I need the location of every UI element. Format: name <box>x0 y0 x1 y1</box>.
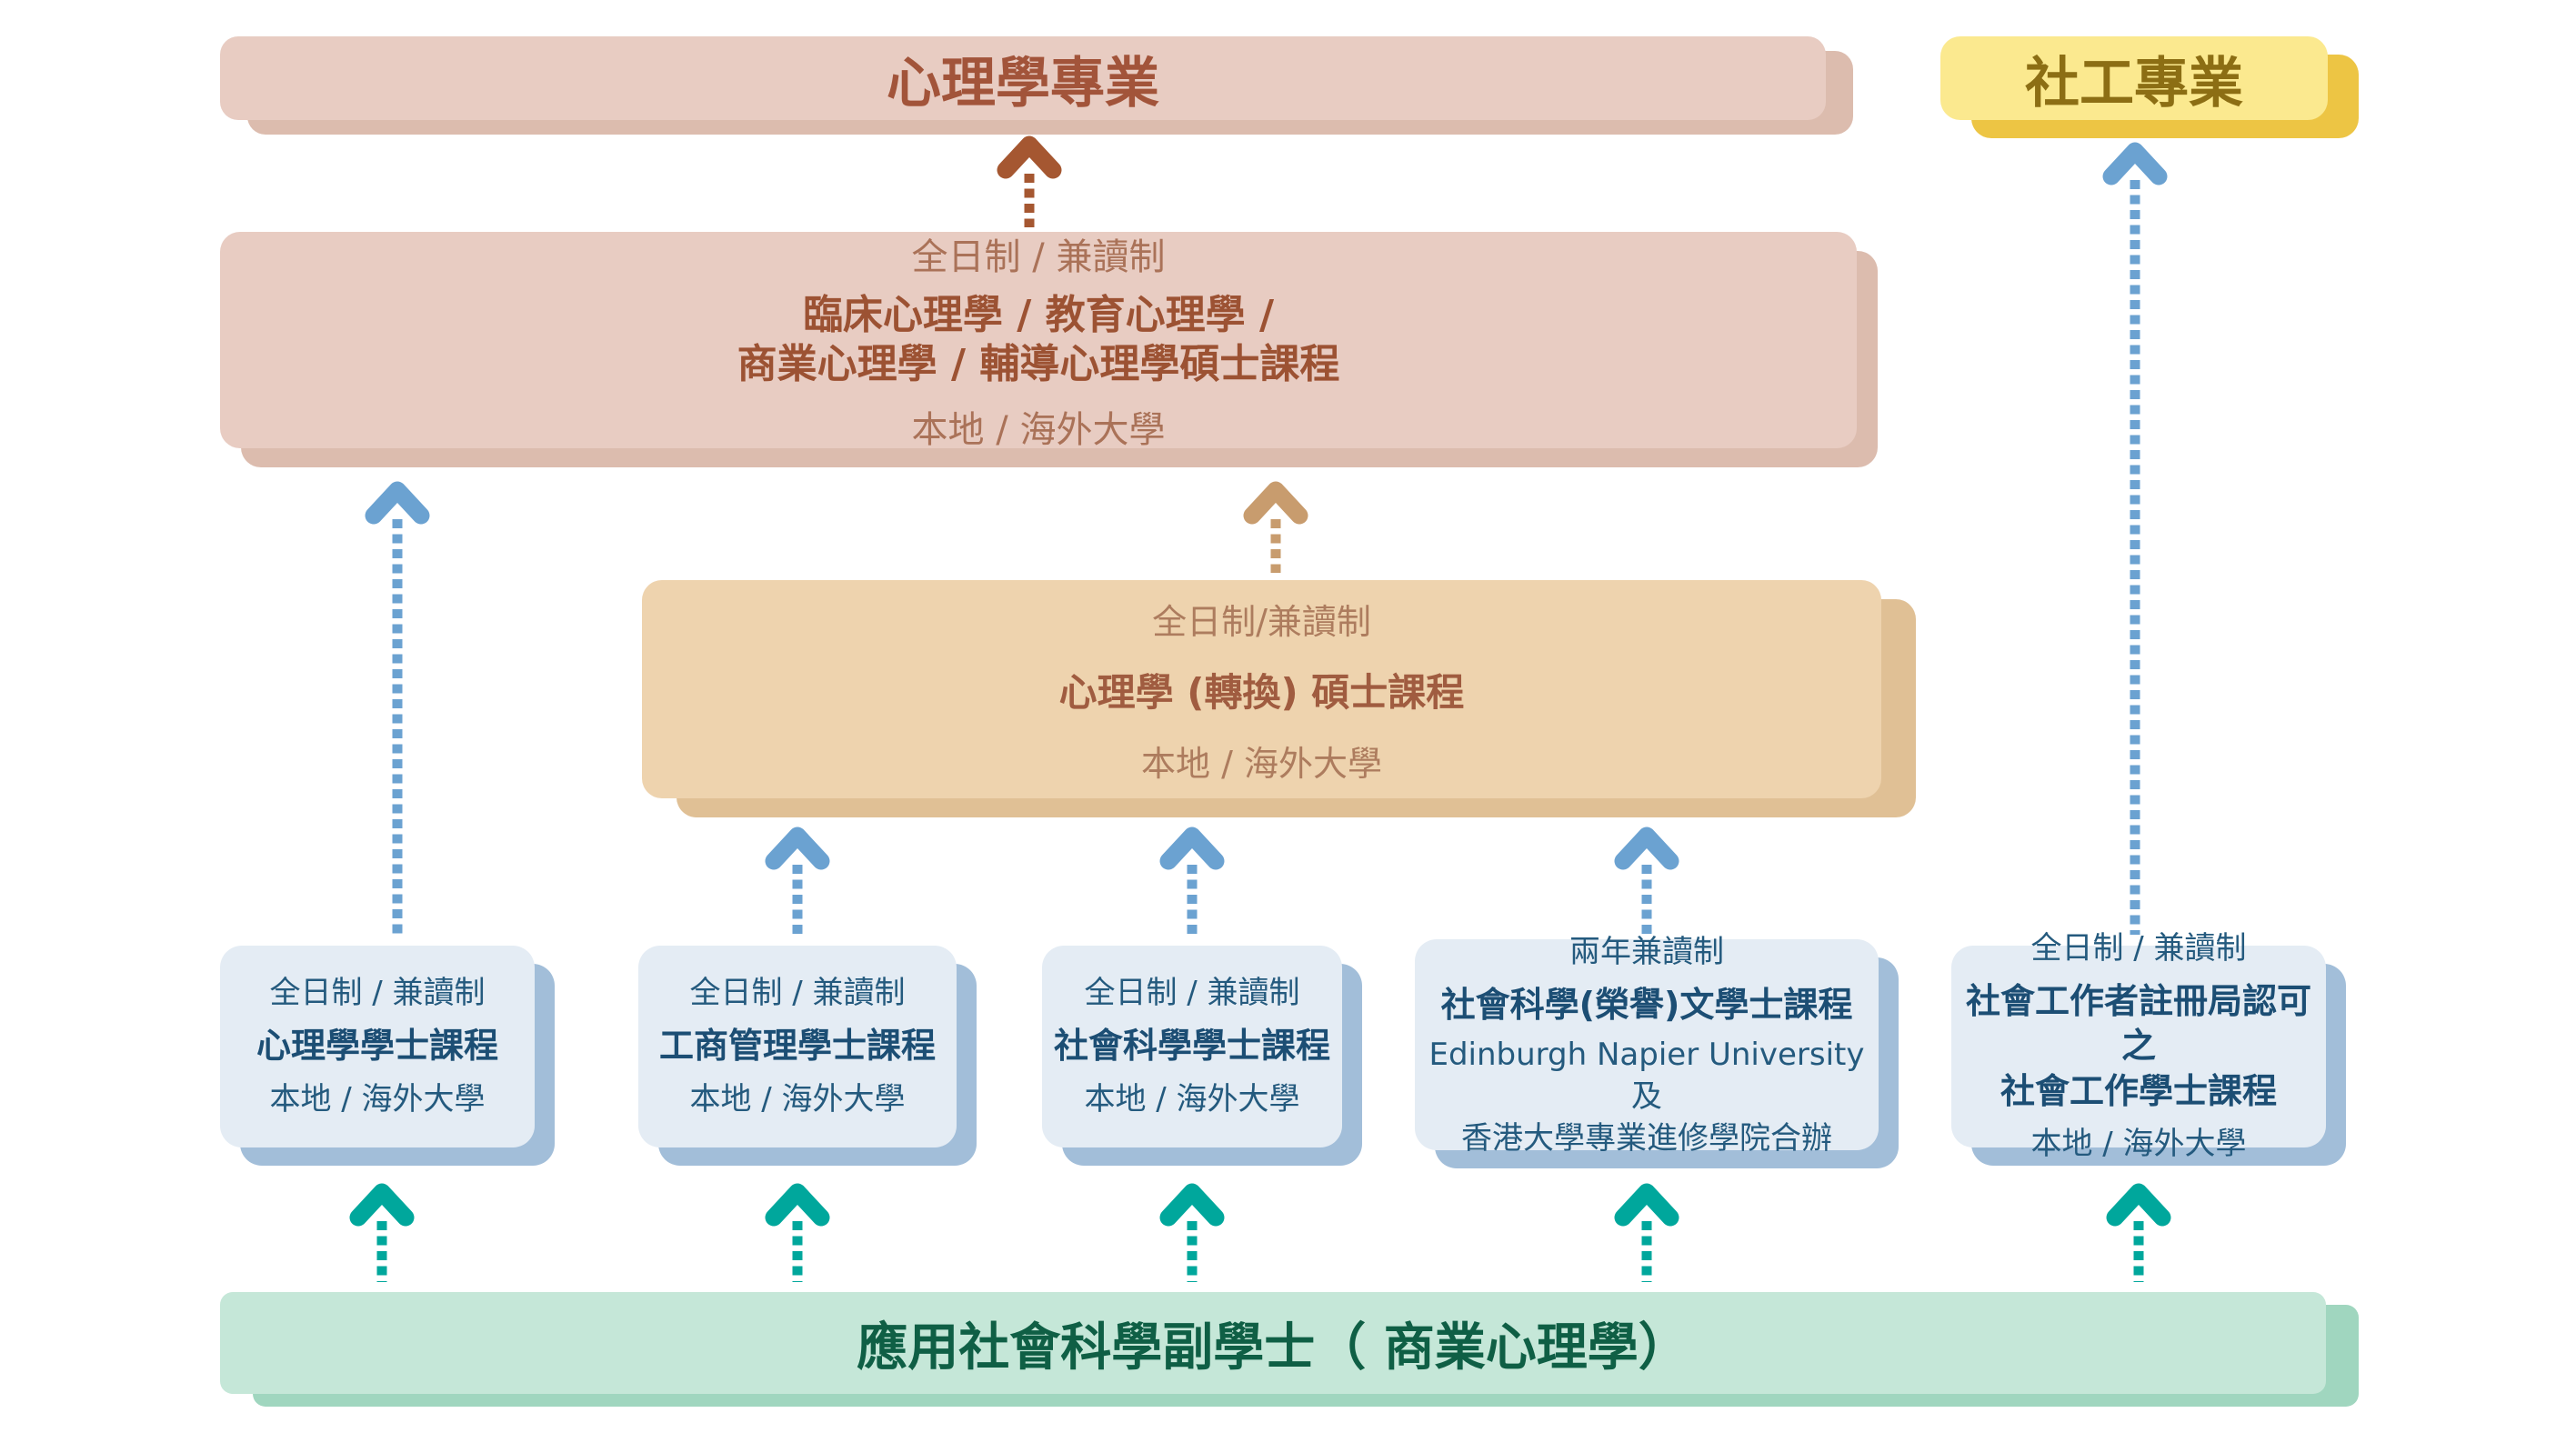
institution-label: 本地 / 海外大學 <box>1084 1080 1300 1117</box>
bachelor-box-business-administration: 全日制 / 兼讀制 工商管理學士課程 本地 / 海外大學 <box>638 946 957 1147</box>
study-mode-label: 全日制 / 兼讀制 <box>2030 929 2247 967</box>
up-arrow-teal <box>349 1183 415 1282</box>
programme-title-line2: 社會工作學士課程 <box>2000 1070 2277 1111</box>
up-arrow-teal <box>2106 1183 2171 1282</box>
associate-degree-box: 應用社會科學副學士（ 商業心理學） <box>220 1292 2326 1394</box>
bachelor-box-napier-hkuspace: 兩年兼讀制 社會科學(榮譽)文學士課程 Edinburgh Napier Uni… <box>1415 934 1879 1157</box>
programme-title-line1: 社會工作者註冊局認可之 <box>1965 980 2311 1067</box>
study-mode-label: 兩年兼讀制 <box>1569 933 1724 970</box>
programme-title: 工商管理學士課程 <box>658 1026 936 1067</box>
up-arrow-blue <box>765 827 830 937</box>
study-mode-label: 全日制 / 兼讀制 <box>911 236 1166 279</box>
programme-title: 社會科學學士課程 <box>1053 1026 1330 1067</box>
up-arrow-teal <box>765 1183 830 1282</box>
programme-title-line1: 臨床心理學 / 教育心理學 / <box>802 292 1275 339</box>
study-mode-label: 全日制 / 兼讀制 <box>269 975 486 1012</box>
up-arrow-blue <box>1159 827 1225 937</box>
programme-title: 社會工作者註冊局認可之 社會工作學士課程 <box>1951 979 2326 1114</box>
study-mode-label: 全日制/兼讀制 <box>1152 601 1371 642</box>
up-arrow-brown <box>997 135 1062 227</box>
programme-title: 心理學 (轉換) 碩士課程 <box>1058 669 1465 715</box>
bachelor-box-psychology: 全日制 / 兼讀制 心理學學士課程 本地 / 海外大學 <box>220 946 535 1147</box>
institution-label: 本地 / 海外大學 <box>689 1080 906 1117</box>
institution-label: 本地 / 海外大學 <box>1141 743 1382 784</box>
programme-title: 社會科學(榮譽)文學士課程 <box>1440 984 1853 1025</box>
psychology-profession-box: 心理學專業 <box>220 36 1826 120</box>
bachelor-box-social-science: 全日制 / 兼讀制 社會科學學士課程 本地 / 海外大學 <box>1042 946 1342 1147</box>
institution-line1: Edinburgh Napier University及 <box>1428 1037 1865 1116</box>
social-work-profession-label: 社工專業 <box>2025 51 2243 115</box>
up-arrow-blue <box>365 481 430 937</box>
institution-label: 本地 / 海外大學 <box>269 1080 486 1117</box>
bachelor-box-social-work: 全日制 / 兼讀制 社會工作者註冊局認可之 社會工作學士課程 本地 / 海外大學 <box>1951 930 2326 1162</box>
up-arrow-teal <box>1614 1183 1679 1282</box>
institution-label: Edinburgh Napier University及 香港大學專業進修學院合… <box>1415 1035 1879 1160</box>
institution-line2: 香港大學專業進修學院合辦 <box>1461 1120 1832 1157</box>
programme-title: 臨床心理學 / 教育心理學 / 商業心理學 / 輔導心理學碩士課程 <box>737 291 1340 388</box>
institution-label: 本地 / 海外大學 <box>911 408 1166 451</box>
up-arrow-teal <box>1159 1183 1225 1282</box>
institution-label: 本地 / 海外大學 <box>2030 1126 2247 1163</box>
study-mode-label: 全日制 / 兼讀制 <box>1084 975 1300 1012</box>
up-arrow-blue <box>1614 827 1679 937</box>
masters-programmes-box: 全日制 / 兼讀制 臨床心理學 / 教育心理學 / 商業心理學 / 輔導心理學碩… <box>220 232 1857 451</box>
social-work-profession-box: 社工專業 <box>1940 36 2328 120</box>
programme-title-line2: 商業心理學 / 輔導心理學碩士課程 <box>737 341 1340 387</box>
associate-degree-label: 應用社會科學副學士（ 商業心理學） <box>857 1318 1689 1378</box>
study-mode-label: 全日制 / 兼讀制 <box>689 975 906 1012</box>
up-arrow-blue <box>2102 142 2168 935</box>
up-arrow-tan <box>1243 481 1308 573</box>
psychology-profession-label: 心理學專業 <box>887 51 1159 115</box>
conversion-masters-box: 全日制/兼讀制 心理學 (轉換) 碩士課程 本地 / 海外大學 <box>642 580 1881 798</box>
programme-title: 心理學學士課程 <box>256 1026 498 1067</box>
